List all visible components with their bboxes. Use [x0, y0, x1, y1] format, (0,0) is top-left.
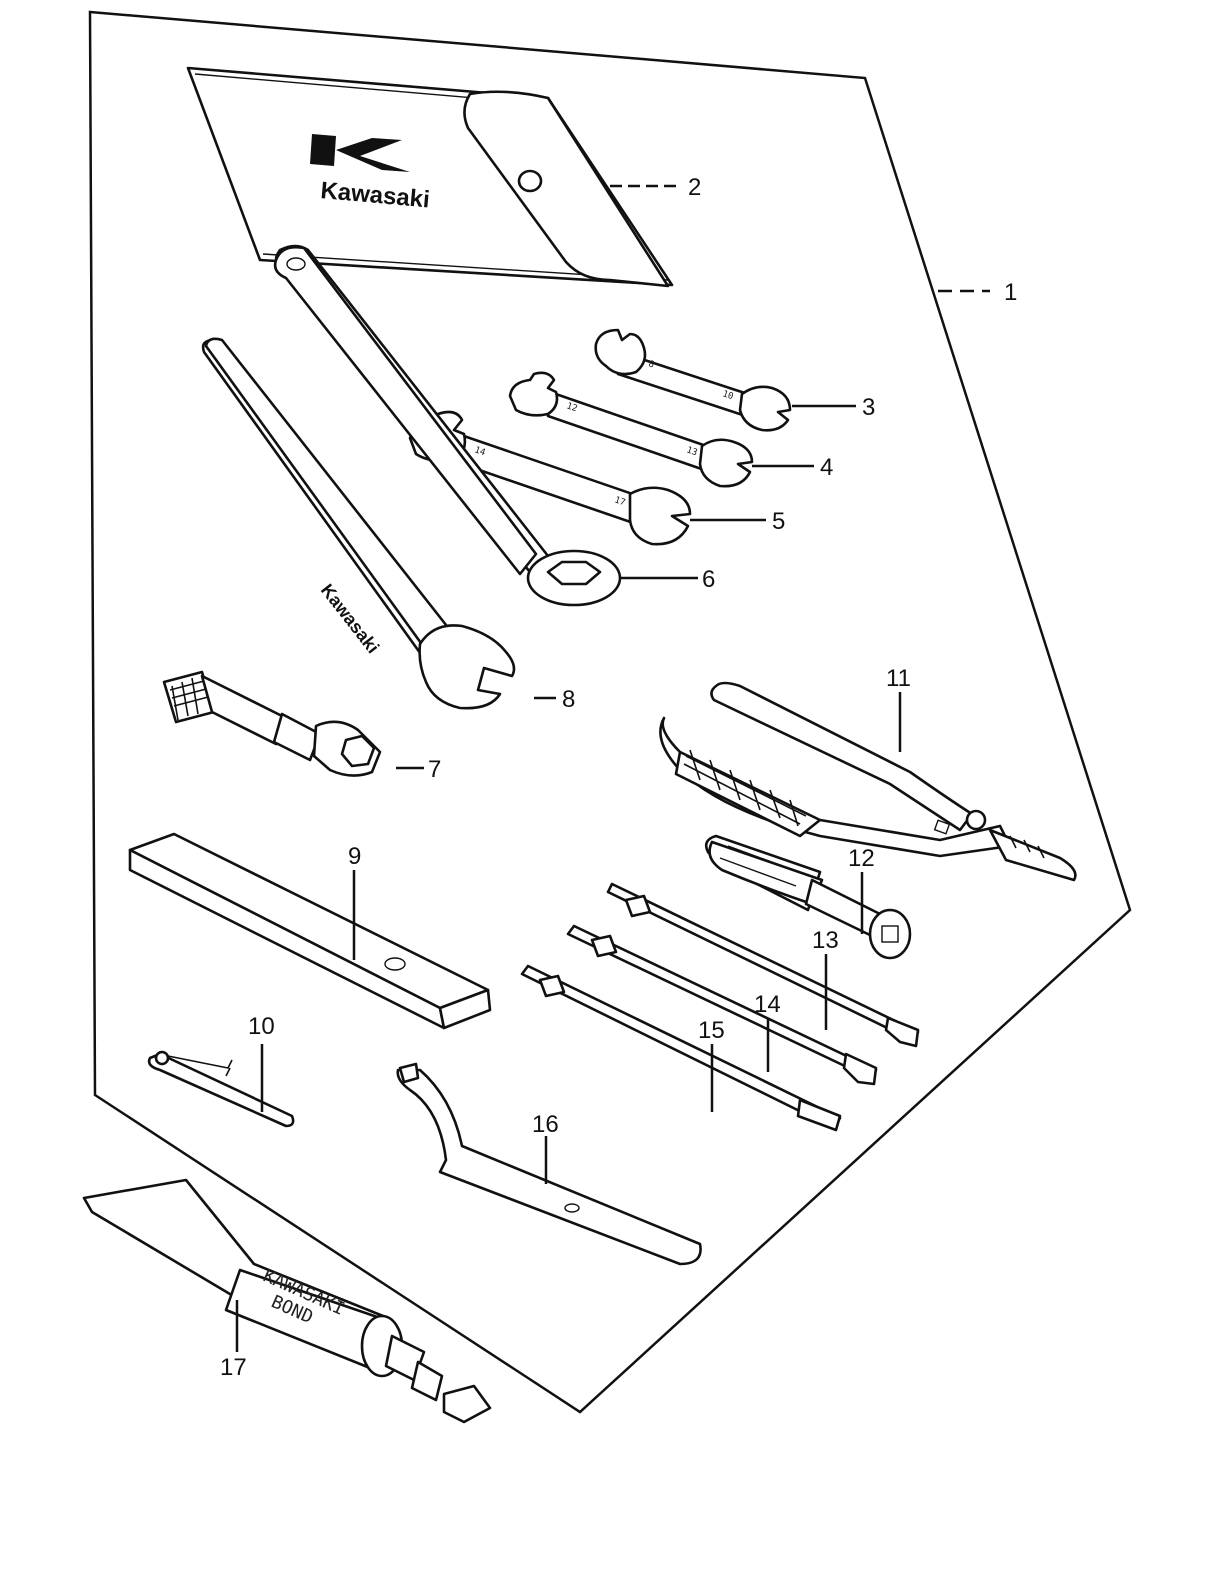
callout-9: 9 — [348, 843, 361, 870]
callout-16: 16 — [532, 1111, 559, 1138]
spoke-wrench — [147, 1050, 295, 1128]
wrench-12-13: 12 13 — [508, 371, 754, 488]
callout-1: 1 — [1004, 279, 1017, 306]
wrench8-brand-text: Kawasaki — [317, 580, 383, 657]
callout-6: 6 — [702, 566, 715, 593]
callout-17: 17 — [220, 1354, 247, 1381]
hook-spanner — [396, 1062, 702, 1266]
callout-4: 4 — [820, 454, 833, 481]
callout-8: 8 — [562, 686, 575, 713]
flat-screwdriver — [520, 964, 842, 1132]
kit-outline — [88, 10, 1132, 1414]
callout-10: 10 — [248, 1013, 275, 1040]
phillips-screwdriver-1 — [566, 924, 878, 1086]
callout-11: 11 — [886, 665, 911, 692]
callout-14: 14 — [754, 991, 781, 1018]
w3-size-b: 10 — [721, 389, 734, 402]
leader-lines — [235, 184, 990, 1352]
callout-7: 7 — [428, 756, 441, 783]
callout-3: 3 — [862, 394, 875, 421]
spark-plug-socket — [162, 670, 382, 777]
box-end-wrench — [273, 244, 622, 607]
wrench-8-10: 8 10 — [594, 328, 792, 432]
callout-5: 5 — [772, 508, 785, 535]
w5-size-a: 14 — [473, 445, 487, 458]
callout-13: 13 — [812, 927, 839, 954]
tool-bag: Kawasaki — [186, 66, 674, 288]
w4-size-b: 13 — [685, 445, 699, 458]
phillips-screwdriver-2 — [606, 882, 920, 1048]
callout-2: 2 — [688, 174, 701, 201]
callouts: 1 2 3 4 5 6 7 8 9 10 11 12 13 14 15 16 1… — [220, 174, 1017, 1381]
screwdriver-handle — [704, 834, 912, 960]
handle-bar — [128, 832, 492, 1030]
w3-size-a: 8 — [647, 359, 655, 370]
kawasaki-open-end-wrench: Kawasaki — [201, 337, 516, 710]
bond-tube: KAWASAKI BOND — [82, 1178, 492, 1424]
w4-size-a: 12 — [565, 401, 579, 414]
callout-15: 15 — [698, 1017, 725, 1044]
callout-12: 12 — [848, 845, 875, 872]
pliers — [659, 681, 1077, 882]
w5-size-b: 17 — [613, 495, 627, 508]
